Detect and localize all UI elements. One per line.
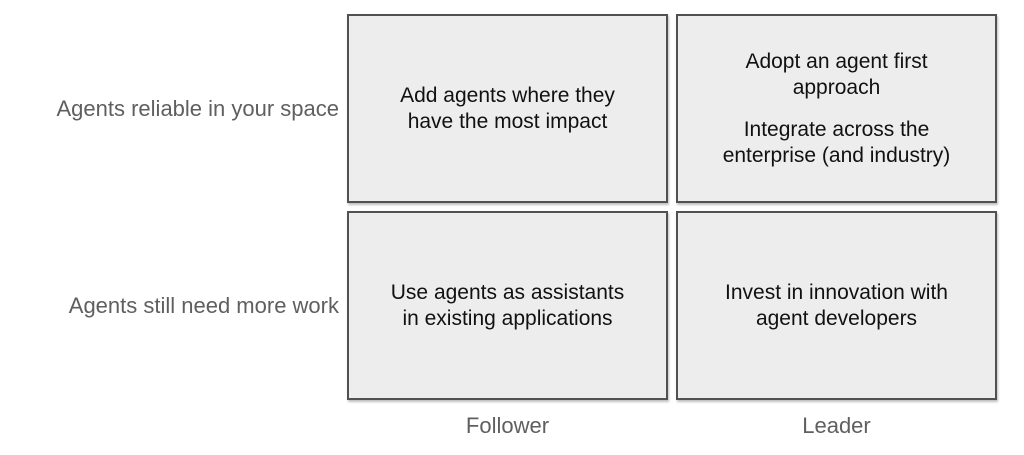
quadrant-bottom-left: Use agents as assistants in existing app… (347, 211, 668, 400)
quadrant-text-line: Add agents where they (400, 83, 615, 107)
quadrant-text-line: enterprise (and industry) (722, 143, 951, 167)
column-label-leader: Leader (802, 413, 871, 438)
quadrant-bottom-right: Invest in innovation with agent develope… (676, 211, 997, 400)
quadrant-text-line: have the most impact (407, 109, 608, 133)
quadrant-paragraph: Integrate across the enterprise (and ind… (723, 117, 951, 169)
quadrant-paragraph: Adopt an agent first approach (745, 49, 927, 101)
quadrant-text-line: Invest in innovation with (725, 280, 948, 304)
quadrant-text-line: agent developers (755, 306, 918, 330)
quadrant-text-line: approach (792, 75, 881, 99)
quadrant-text-line: Integrate across the (743, 117, 930, 141)
row-label-agents-reliable: Agents reliable in your space (56, 95, 340, 121)
quadrant-text-line: Use agents as assistants (390, 280, 625, 304)
quadrant-text-line: Adopt an agent first (745, 49, 928, 73)
row-label-agents-need-work: Agents still need more work (68, 292, 339, 318)
quadrant-text-line: in existing applications (402, 306, 613, 330)
quadrant-top-right: Adopt an agent first approach Integrate … (676, 14, 997, 203)
column-label-follower: Follower (465, 413, 550, 438)
quadrant-top-left: Add agents where they have the most impa… (347, 14, 668, 203)
